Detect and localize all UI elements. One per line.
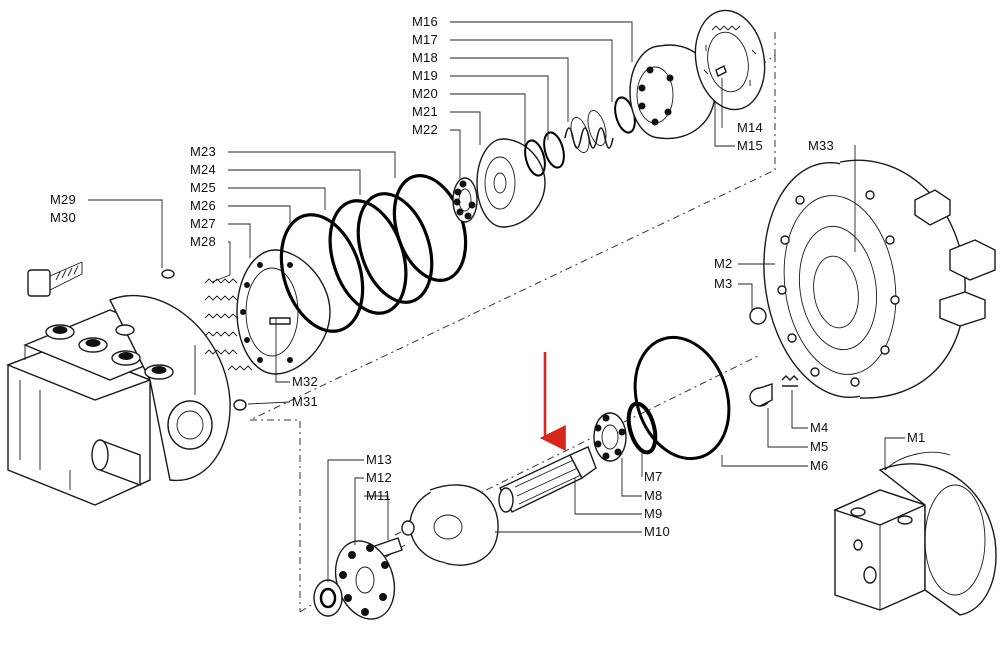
label-m3: M3 — [714, 276, 732, 291]
o-ring-m31 — [233, 399, 247, 411]
motor-housing-m2 — [763, 159, 996, 399]
label-m19: M19 — [412, 68, 438, 83]
label-m5: M5 — [810, 439, 828, 454]
swivel-m13 — [313, 579, 343, 617]
label-m33: M33 — [808, 138, 834, 153]
label-m29: M29 — [50, 192, 76, 207]
label-m22: M22 — [412, 122, 438, 137]
label-m23: M23 — [190, 144, 216, 159]
o-ring-m6 — [633, 335, 731, 461]
label-m16: M16 — [412, 14, 438, 29]
label-m9: M9 — [644, 506, 662, 521]
bolt-m29 — [27, 261, 83, 297]
retaining-rings-m19-m20 — [524, 131, 565, 177]
valve-block-housing — [6, 294, 231, 506]
label-m31: M31 — [292, 394, 318, 409]
label-m32: M32 — [292, 374, 318, 389]
part-labels: M16 M17 M18 M19 M20 M21 M22 M23 M24 M25 … — [50, 14, 925, 539]
label-m26: M26 — [190, 198, 216, 213]
label-m8: M8 — [644, 488, 662, 503]
label-m18: M18 — [412, 50, 438, 65]
label-m30: M30 — [50, 210, 76, 225]
pin-m30 — [161, 269, 175, 279]
label-m27: M27 — [190, 216, 216, 231]
label-m6: M6 — [810, 458, 828, 473]
label-m17: M17 — [412, 32, 438, 47]
label-m11: M11 — [366, 488, 391, 503]
pin-m15 — [715, 65, 727, 77]
bearing-m22 — [452, 177, 478, 223]
label-m25: M25 — [190, 180, 216, 195]
label-m2: M2 — [714, 256, 732, 271]
ball-m3 — [749, 307, 767, 325]
label-m21: M21 — [412, 104, 438, 119]
label-m10: M10 — [644, 524, 670, 539]
cylinder-block-m21 — [476, 138, 546, 228]
label-m20: M20 — [412, 86, 438, 101]
label-m7: M7 — [644, 469, 662, 484]
label-m4: M4 — [810, 420, 828, 435]
piston-m27 — [236, 249, 331, 375]
label-m14: M14 — [737, 120, 763, 135]
label-m12: M12 — [366, 470, 392, 485]
gear-plate-m14 — [694, 9, 766, 111]
spring-m18 — [564, 110, 614, 153]
springs-m28 — [204, 278, 253, 371]
label-m15: M15 — [737, 138, 763, 153]
label-m1: M1 — [907, 430, 925, 445]
label-m28: M28 — [190, 234, 216, 249]
thrust-disc-m10 — [409, 484, 499, 566]
splined-shaft-m9 — [498, 446, 597, 513]
leader-lines — [88, 21, 905, 582]
assembled-motor-m1 — [833, 451, 997, 616]
screw-m4 — [781, 375, 799, 387]
ring-m7 — [626, 401, 658, 455]
label-m13: M13 — [366, 452, 392, 467]
plug-m5 — [749, 383, 773, 407]
label-m24: M24 — [190, 162, 216, 177]
bearing-m8 — [593, 412, 627, 462]
